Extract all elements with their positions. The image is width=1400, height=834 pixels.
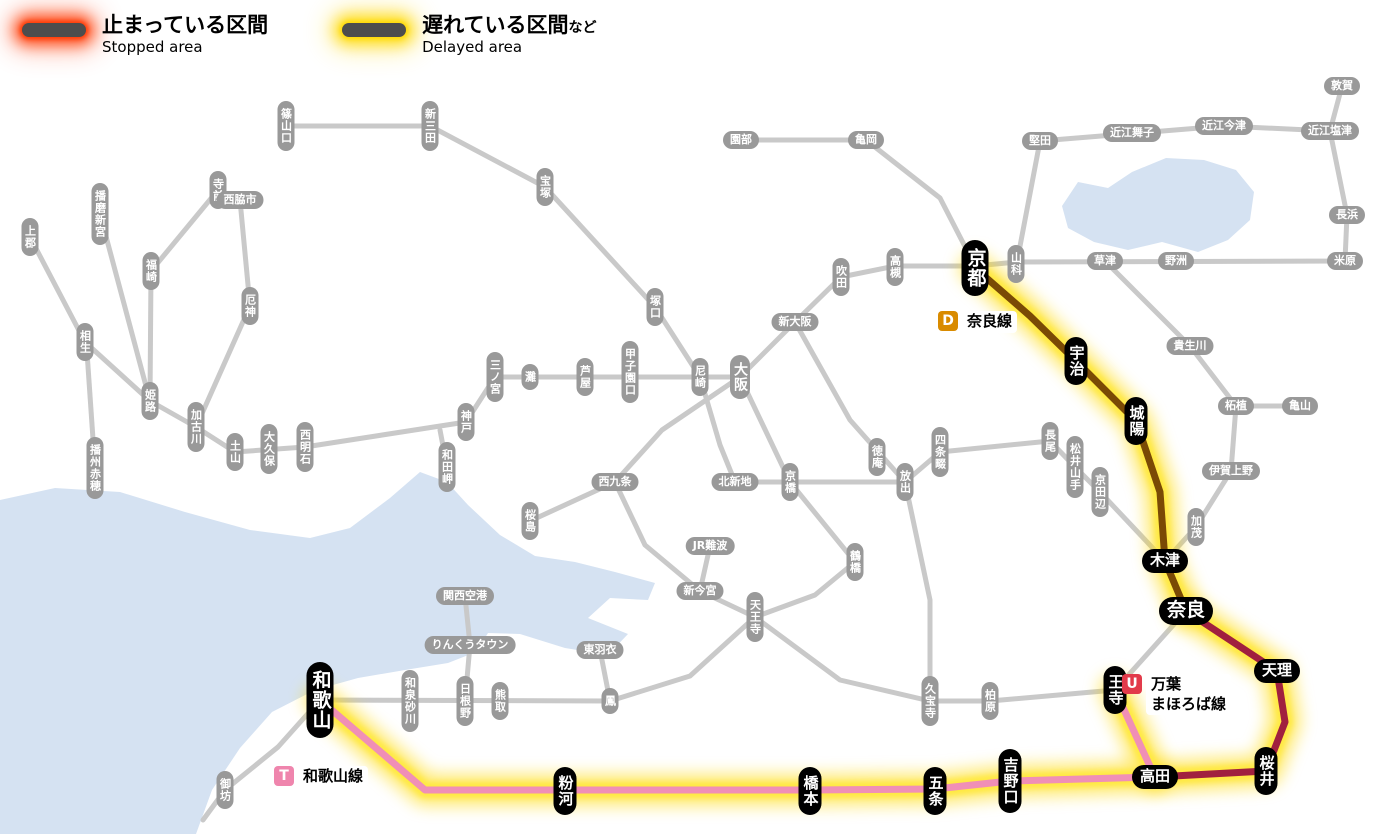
line-jr-tozai bbox=[697, 374, 793, 485]
line-yamatoji-namba bbox=[697, 543, 713, 594]
line-nara-delayed-glow-outer bbox=[959, 252, 1202, 627]
line-osaka-higashi-north bbox=[792, 319, 908, 485]
line-sanin bbox=[738, 137, 978, 269]
osaka-bay bbox=[0, 472, 655, 834]
legend-delayed-text: 遅れている区間など Delayed area bbox=[422, 13, 597, 57]
line-osaka-higashi-south bbox=[902, 479, 933, 704]
line-manyo-mahoroba-delayed bbox=[1151, 607, 1289, 781]
line-fukuchiyama bbox=[283, 123, 703, 380]
line-osaka-loop bbox=[612, 374, 858, 620]
legend-delayed-label-main: 遅れている区間 bbox=[422, 13, 569, 37]
line-kisei bbox=[200, 697, 323, 823]
line-sakurajima bbox=[527, 479, 618, 524]
line-gakkentoshi bbox=[787, 438, 1168, 564]
line-kakogawa bbox=[193, 197, 253, 430]
line-yamatoji bbox=[752, 614, 1118, 704]
line-hagoromo bbox=[597, 647, 613, 704]
legend-stopped-sublabel: Stopped area bbox=[102, 38, 203, 57]
legend-stopped-text: 止まっている区間 Stopped area bbox=[102, 13, 269, 57]
line-ako bbox=[84, 349, 98, 471]
line-bantan bbox=[147, 187, 221, 404]
line-wadamisaki bbox=[437, 427, 450, 470]
legend-stopped-label: 止まっている区間 bbox=[102, 13, 269, 37]
lake-biwa bbox=[1062, 158, 1254, 252]
line-kusatsu bbox=[1102, 258, 1239, 409]
legend-delayed-label-suffix: など bbox=[568, 20, 597, 36]
legend-item-delayed: 遅れている区間など Delayed area bbox=[342, 13, 597, 57]
legend-item-stopped: 止まっている区間 Stopped area bbox=[22, 13, 269, 57]
legend: 止まっている区間 Stopped area 遅れている区間など Delayed … bbox=[22, 13, 597, 57]
legend-delayed-label: 遅れている区間など bbox=[422, 13, 597, 37]
legend-delayed-sublabel: Delayed area bbox=[422, 38, 523, 57]
stopped-line-sample bbox=[22, 23, 86, 37]
line-jr-kyoto bbox=[737, 263, 978, 380]
line-kishin bbox=[97, 211, 153, 404]
water-layer bbox=[0, 158, 1254, 834]
delayed-line-sample bbox=[342, 23, 407, 37]
line-kansai-iga bbox=[1162, 403, 1239, 564]
